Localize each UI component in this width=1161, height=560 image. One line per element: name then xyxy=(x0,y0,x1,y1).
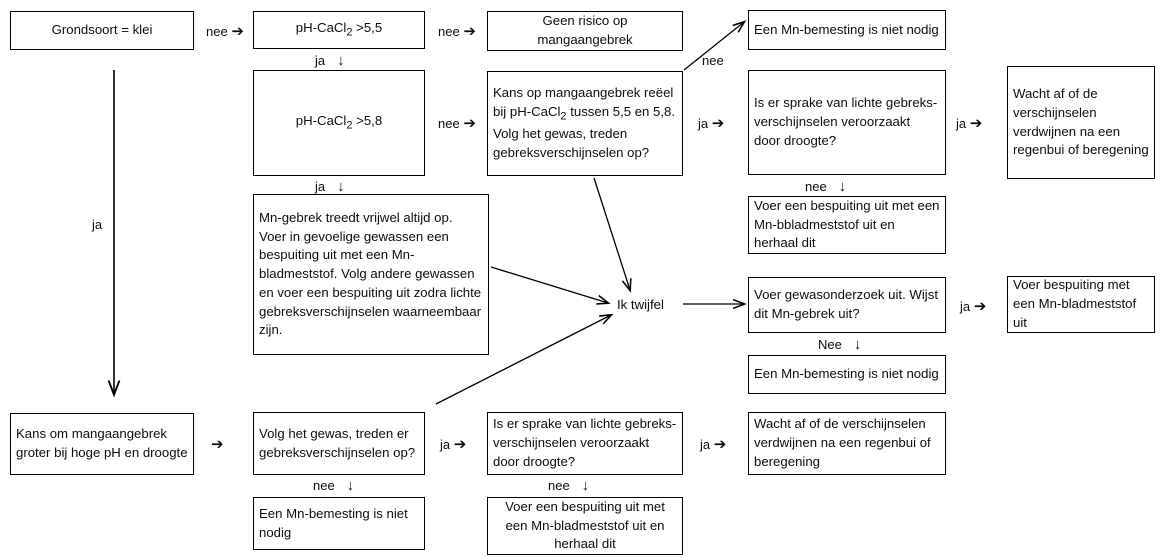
arrow-down-icon: ↓ xyxy=(845,336,862,353)
node-bespuiting-herhaal-bottom[interactable]: Voer een bespuiting uit met een Mn-bladm… xyxy=(487,497,683,555)
arrow-right-icon: ➔ xyxy=(463,115,476,132)
edge-label-ph58-ja: ja ↓ xyxy=(315,179,345,194)
label-text: nee xyxy=(548,478,570,493)
edge-mn-gebrek-to-ik-twijfel xyxy=(490,266,608,303)
arrow-down-icon: ↓ xyxy=(830,178,847,195)
label-text: ja xyxy=(956,116,967,131)
node-label: pH-CaCl2 >5,5 xyxy=(295,19,383,39)
node-label: Is er sprake van lichte gebreks-verschij… xyxy=(493,416,677,469)
edge-label-lichte-top-nee: nee ↓ xyxy=(805,179,846,194)
label-text: ja xyxy=(315,53,326,68)
node-label: Voer een bespuiting uit met een Mn-bladm… xyxy=(505,498,665,552)
edge-label-klei-ja: ja xyxy=(92,218,102,231)
arrow-right-icon: ➔ xyxy=(713,436,727,453)
arrow-down-icon: ↓ xyxy=(328,52,345,69)
arrow-right-icon: ➔ xyxy=(211,436,224,453)
node-label: Een Mn-bemesting is niet nodig xyxy=(754,366,939,382)
edge-label-gewasonderzoek-nee: Nee ↓ xyxy=(818,337,861,352)
node-gewasonderzoek[interactable]: Voer gewasonderzoek uit. Wijst dit Mn-ge… xyxy=(748,277,946,333)
edge-label-gewasonderzoek-ja: ja ➔ xyxy=(960,299,986,314)
label-text: nee xyxy=(805,179,827,194)
node-ph-cacl2-58[interactable]: pH-CaCl2 >5,8 xyxy=(253,70,425,176)
node-mn-bemesting-niet-nodig-top[interactable]: Een Mn-bemesting is niet nodig xyxy=(748,10,946,50)
ph-text: pH-CaCl xyxy=(295,19,347,35)
label-text: Nee xyxy=(818,337,842,352)
node-label: Grondsoort = klei xyxy=(51,22,153,38)
label-text: ja xyxy=(315,179,326,194)
node-label: Geen risico op mangaangebrek xyxy=(537,13,633,47)
node-label: Is er sprake van lichte gebreks-verschij… xyxy=(754,95,938,148)
node-ik-twijfel[interactable]: Ik twijfel xyxy=(617,298,664,311)
edge-label-klei-nee: nee ➔ xyxy=(206,24,244,39)
arrow-right-icon: ➔ xyxy=(969,115,983,132)
node-label: Mn-gebrek treedt vrijwel altijd op. Voer… xyxy=(259,209,482,338)
label-text: ja xyxy=(92,217,103,232)
node-label: Een Mn-bemesting is niet nodig xyxy=(754,21,939,37)
node-kans-reeel[interactable]: Kans op mangaangebrek reëel bij pH-CaCl2… xyxy=(487,71,683,176)
edge-label-kans-hoge-ph-arrow: ➔ xyxy=(211,437,224,452)
node-wacht-af-bottom[interactable]: Wacht af of de verschijnselen verdwijnen… xyxy=(748,412,946,475)
edge-label-kans-ja: ja ➔ xyxy=(698,116,724,131)
arrow-down-icon: ↓ xyxy=(338,477,355,494)
node-label: Ik twijfel xyxy=(617,297,664,312)
node-lichte-gebreksverschijnselen-top[interactable]: Is er sprake van lichte gebreks-verschij… xyxy=(748,70,946,175)
node-label: Voer bespuiting met een Mn-bladmeststof … xyxy=(1013,277,1137,330)
label-text: nee xyxy=(438,24,460,39)
node-mn-bemesting-niet-nodig-mid[interactable]: Een Mn-bemesting is niet nodig xyxy=(748,355,946,394)
edge-label-ph55-nee: nee ➔ xyxy=(438,24,476,39)
label-text: ja xyxy=(960,299,971,314)
node-label: Voer gewasonderzoek uit. Wijst dit Mn-ge… xyxy=(754,287,938,321)
label-text: nee xyxy=(206,24,228,39)
node-ph-cacl2-55[interactable]: pH-CaCl2 >5,5 xyxy=(253,11,425,49)
node-geen-risico[interactable]: Geen risico op mangaangebrek xyxy=(487,11,683,51)
label-text: nee xyxy=(702,53,724,68)
edge-label-volg-gewas-nee: nee ↓ xyxy=(313,478,354,493)
edge-label-lichte-bottom-ja: ja ➔ xyxy=(700,437,726,452)
node-grondsoort-klei[interactable]: Grondsoort = klei xyxy=(10,11,194,50)
arrow-down-icon: ↓ xyxy=(328,178,345,195)
edge-label-ph55-ja: ja ↓ xyxy=(315,53,345,68)
edge-label-kans-nee: nee xyxy=(702,54,724,67)
ph-text: pH-CaCl xyxy=(295,112,347,128)
node-kans-hoge-ph[interactable]: Kans om mangaangebrek groter bij hoge pH… xyxy=(10,413,194,475)
node-label: Wacht af of de verschijnselen verdwijnen… xyxy=(1013,86,1149,158)
node-label: Wacht af of de verschijnselen verdwijnen… xyxy=(754,416,931,469)
arrow-right-icon: ➔ xyxy=(453,436,467,453)
arrow-right-icon: ➔ xyxy=(463,23,476,40)
node-volg-gewas[interactable]: Volg het gewas, treden er gebreksverschi… xyxy=(253,412,425,475)
label-text: nee xyxy=(438,116,460,131)
node-label: Voer een bespuiting uit met een Mn-bblad… xyxy=(754,197,940,251)
node-wacht-af-top[interactable]: Wacht af of de verschijnselen verdwijnen… xyxy=(1007,66,1155,179)
node-label: Volg het gewas, treden er gebreksverschi… xyxy=(259,425,416,460)
node-mn-gebrek-altijd[interactable]: Mn-gebrek treedt vrijwel altijd op. Voer… xyxy=(253,194,489,355)
arrow-right-icon: ➔ xyxy=(711,115,725,132)
node-mn-bemesting-niet-nodig-bottom[interactable]: Een Mn-bemesting is niet nodig xyxy=(253,497,425,550)
edge-label-lichte-bottom-nee: nee ↓ xyxy=(548,478,589,493)
node-label: Kans om mangaangebrek groter bij hoge pH… xyxy=(16,426,188,460)
node-label: Kans op mangaangebrek reëel bij pH-CaCl2… xyxy=(493,85,676,160)
label-text: nee xyxy=(313,478,335,493)
node-label: Een Mn-bemesting is niet nodig xyxy=(259,505,408,540)
arrow-right-icon: ➔ xyxy=(973,298,987,315)
arrow-down-icon: ↓ xyxy=(573,477,590,494)
edge-label-ph58-nee: nee ➔ xyxy=(438,116,476,131)
edge-kans-to-ik-twijfel xyxy=(593,177,630,290)
edge-label-lichte-top-ja: ja ➔ xyxy=(956,116,982,131)
edge-label-volg-gewas-ja: ja ➔ xyxy=(440,437,466,452)
arrow-right-icon: ➔ xyxy=(231,23,244,40)
label-text: ja xyxy=(440,437,451,452)
node-label: pH-CaCl2 >5,8 xyxy=(295,112,383,132)
node-bespuiting-herhaal-top[interactable]: Voer een bespuiting uit met een Mn-bblad… xyxy=(748,196,946,254)
label-text: ja xyxy=(700,437,711,452)
label-text: ja xyxy=(698,116,709,131)
node-bespuiting-mn-right[interactable]: Voer bespuiting met een Mn-bladmeststof … xyxy=(1007,276,1155,333)
node-lichte-gebreksverschijnselen-bottom[interactable]: Is er sprake van lichte gebreks-verschij… xyxy=(487,412,683,475)
